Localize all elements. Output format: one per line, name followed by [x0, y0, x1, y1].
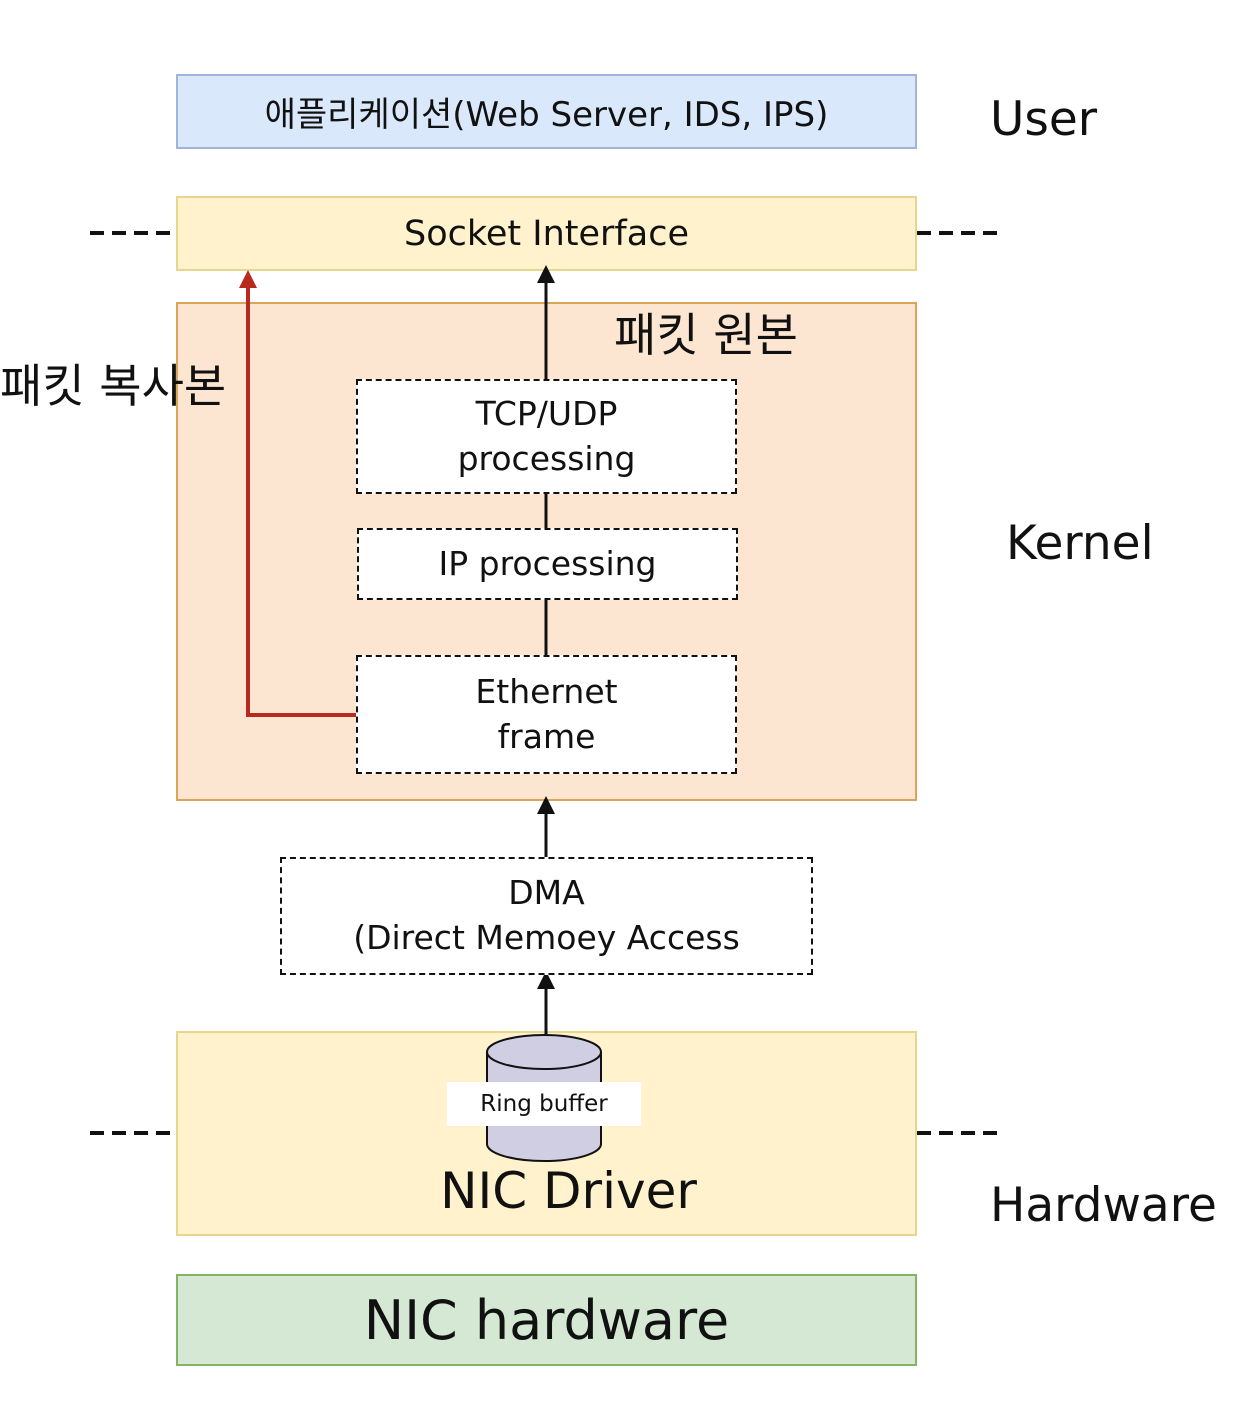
ip-processing-label: IP processing [438, 543, 657, 583]
dma-label-line1: DMA [508, 873, 585, 913]
application-label: 애플리케이션(Web Server, IDS, IPS) [264, 95, 829, 135]
layer-label-user: User [990, 92, 1098, 147]
dma-label-line2: (Direct Memoey Access [353, 918, 740, 957]
layer-label-hardware: Hardware [990, 1178, 1217, 1233]
packet-copy-label: 패킷 복사본 [0, 359, 227, 413]
tcp-udp-processing-box: TCP/UDP processing [356, 379, 737, 494]
packet-original-label: 패킷 원본 [614, 308, 798, 362]
tcp-udp-label-line2: processing [457, 438, 636, 478]
ip-processing-box: IP processing [357, 528, 738, 600]
nic-hardware-label: NIC hardware [363, 1288, 730, 1352]
ethernet-frame-box: Ethernet frame [356, 655, 737, 774]
ring-buffer-label: Ring buffer [447, 1082, 641, 1126]
socket-interface-label: Socket Interface [404, 213, 689, 254]
packet-copy-arrowhead [239, 270, 257, 288]
dma-box: DMA (Direct Memoey Access [280, 857, 813, 975]
packet-copy-path [246, 288, 356, 717]
tcp-udp-label-line1: TCP/UDP [475, 393, 618, 433]
nic-driver-label: NIC Driver [440, 1162, 697, 1220]
ethernet-label-line2: frame [497, 716, 596, 756]
layer-label-kernel: Kernel [1006, 516, 1154, 571]
ethernet-label-line1: Ethernet [475, 671, 618, 711]
nic-hardware-box: NIC hardware [176, 1274, 917, 1366]
application-box: 애플리케이션(Web Server, IDS, IPS) [176, 74, 917, 149]
